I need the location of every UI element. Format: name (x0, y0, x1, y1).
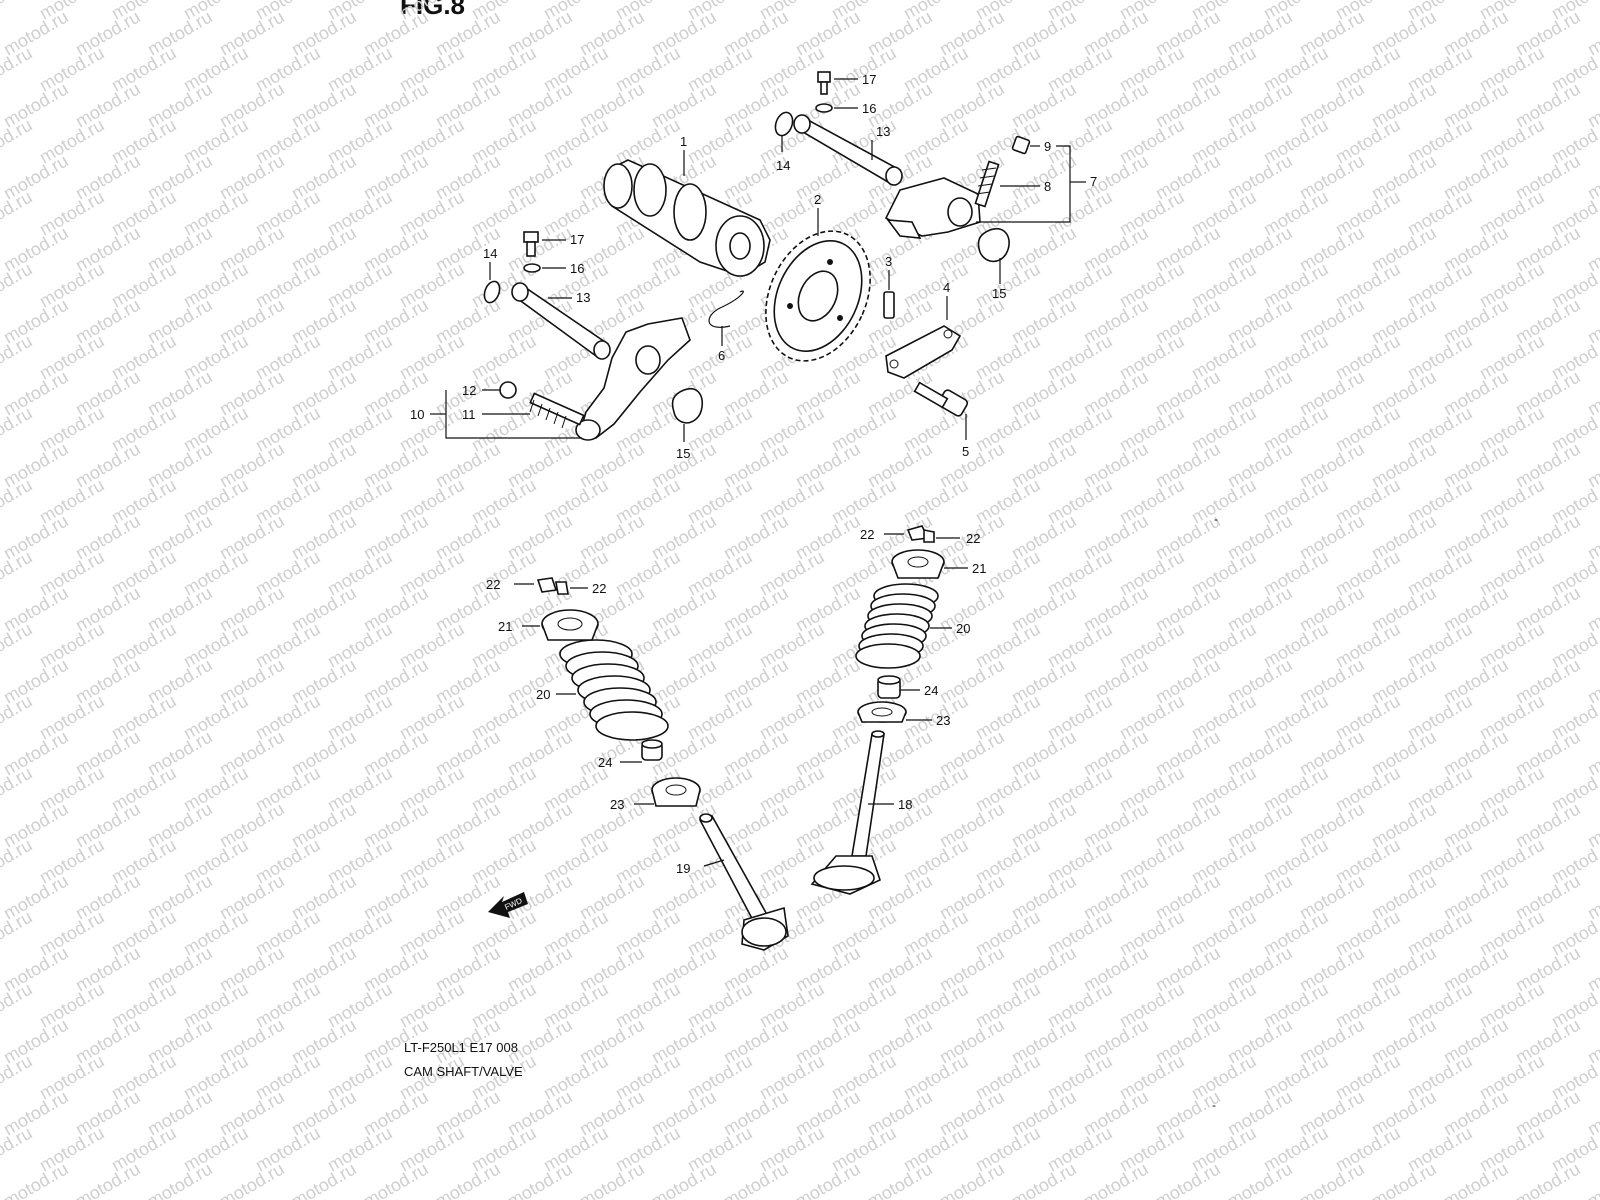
valve-retainer-right (891, 549, 945, 579)
watermark-text: motod.ru (1008, 1159, 1080, 1200)
adjusting-screw-left (529, 392, 585, 429)
watermark-text: motod.ru (576, 1159, 648, 1200)
watermark-text: motod.ru (1296, 1159, 1368, 1200)
watermark-text: motod.ru (1080, 1159, 1152, 1200)
callout-14-left: 14 (483, 246, 497, 261)
watermark-text: motod.ru (720, 1159, 792, 1200)
watermark-text: motod.ru (216, 1159, 288, 1200)
callout-22-d: 22 (966, 531, 980, 546)
callout-16-right: 16 (862, 101, 876, 116)
callout-13-left: 13 (576, 290, 590, 305)
diagram-caption-title: CAM SHAFT/VALVE (404, 1064, 523, 1079)
callout-19: 19 (676, 861, 690, 876)
watermark-text: motod.ru (72, 1159, 144, 1200)
callout-13-right: 13 (876, 124, 890, 139)
callout-14-right: 14 (776, 158, 790, 173)
spring-coil (855, 643, 921, 669)
watermark-text: motod.ru (0, 1159, 72, 1200)
callout-6: 6 (718, 348, 725, 363)
callout-21-left: 21 (498, 619, 512, 634)
washer-left (523, 263, 541, 273)
bolt-right (817, 71, 831, 95)
callout-23-right: 23 (936, 713, 950, 728)
callout-23-left: 23 (610, 797, 624, 812)
callout-2: 2 (814, 192, 821, 207)
watermark-text: motod.ru (1584, 1159, 1600, 1200)
callout-3: 3 (885, 254, 892, 269)
callout-4: 4 (943, 280, 950, 295)
watermark-text: motod.ru (864, 1159, 936, 1200)
callout-16-left: 16 (570, 261, 584, 276)
watermark-text: motod.ru (360, 1159, 432, 1200)
valve-stem-seal-left (641, 739, 663, 761)
watermark-text: motod.ru (792, 1159, 864, 1200)
valve-retainer-left (541, 609, 599, 641)
callout-15-left: 15 (676, 446, 690, 461)
valve-spring-seat-left (651, 777, 701, 807)
watermark-text: motod.ru (0, 0, 36, 23)
callout-1: 1 (680, 134, 687, 149)
spring-coil (595, 711, 669, 741)
stray-mark: - (1214, 512, 1218, 526)
callout-24-left: 24 (598, 755, 612, 770)
watermark-text: motod.ru (504, 1159, 576, 1200)
dowel-pin (883, 291, 895, 319)
callout-17-left: 17 (570, 232, 584, 247)
figure-title: FIG.8 (400, 0, 466, 20)
callout-21-right: 21 (972, 561, 986, 576)
watermark-text: motod.ru (936, 1159, 1008, 1200)
callout-11: 11 (462, 407, 476, 422)
watermark-text: motod.ru (1224, 1159, 1296, 1200)
stray-mark: - (1212, 1098, 1216, 1112)
gasket-left (671, 387, 704, 424)
callout-17-right: 17 (862, 72, 876, 87)
callout-10: 10 (410, 407, 424, 422)
watermark-text: motod.ru (648, 1159, 720, 1200)
callout-7: 7 (1090, 174, 1097, 189)
callout-24-right: 24 (924, 683, 938, 698)
callout-20-left: 20 (536, 687, 550, 702)
watermark-text: motod.ru (144, 1159, 216, 1200)
watermark-text: motod.ru (1368, 1159, 1440, 1200)
valve-spring-seat-right (857, 701, 907, 723)
washer-right (815, 103, 833, 113)
callout-22-a: 22 (486, 577, 500, 592)
watermark-text: motod.ru (1512, 1159, 1584, 1200)
callout-22-c: 22 (860, 527, 874, 542)
callout-12: 12 (462, 383, 476, 398)
callout-5: 5 (962, 444, 969, 459)
watermark-text: motod.ru (432, 1159, 504, 1200)
callout-18: 18 (898, 797, 912, 812)
callout-8: 8 (1044, 179, 1051, 194)
watermark-text: motod.ru (1152, 1159, 1224, 1200)
diagram-model-code: LT-F250L1 E17 008 (404, 1040, 518, 1055)
watermark-text: motod.ru (1440, 1159, 1512, 1200)
callout-22-b: 22 (592, 581, 606, 596)
callout-20-right: 20 (956, 621, 970, 636)
callout-9: 9 (1044, 139, 1051, 154)
valve-stem-seal-right (877, 675, 901, 699)
gasket-right (977, 227, 1010, 263)
locknut-left (499, 381, 517, 399)
watermark-text: motod.ru (288, 1159, 360, 1200)
callout-15-right: 15 (992, 286, 1006, 301)
